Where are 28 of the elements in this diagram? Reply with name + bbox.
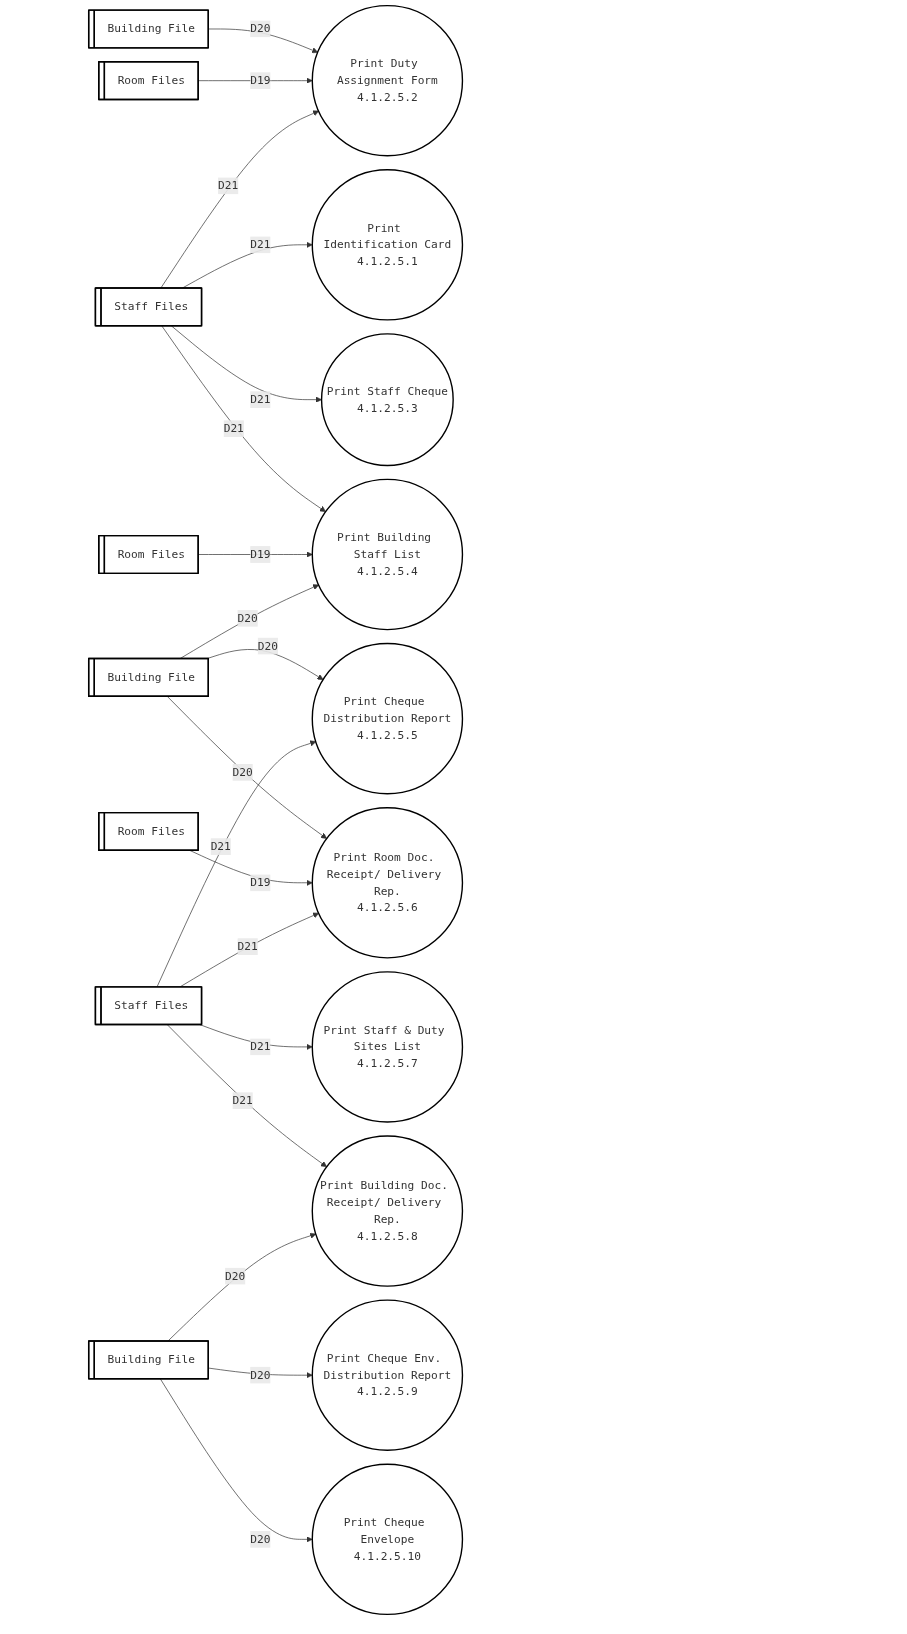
edge-label: D19 bbox=[250, 547, 271, 561]
node-circle: Print Staff & Duty Sites List 4.1.2.5.7 bbox=[311, 971, 464, 1123]
node-circle: Print Building Staff List 4.1.2.5.4 bbox=[311, 478, 464, 631]
node-circle: Print Building Doc. Receipt/ Delivery Rep. 4.1.2.5.8 bbox=[311, 1135, 464, 1287]
edge-label: D19 bbox=[250, 875, 271, 890]
node-circle: Print Cheque Env. Distribution Report 4.1.2.5.9 bbox=[311, 1299, 464, 1451]
edge-label: D21 bbox=[218, 178, 239, 193]
edge-label: D21 bbox=[210, 839, 231, 853]
edge-label: D21 bbox=[232, 1093, 253, 1107]
node-circle: Print Staff Cheque 4.1.2.5.3 bbox=[320, 333, 454, 467]
node-circle: Print Cheque Distribution Report 4.1.2.5.5 bbox=[311, 642, 464, 795]
edge-label: D21 bbox=[250, 1039, 271, 1054]
edge-label: D21 bbox=[237, 939, 258, 953]
node-circle: Print Identification Card 4.1.2.5.1 bbox=[311, 169, 464, 321]
node-circle: Print Room Doc. Receipt/ Delivery Rep. 4.1.2.5.6 bbox=[311, 807, 464, 959]
edge-label: D21 bbox=[250, 392, 271, 406]
edge-label: D20 bbox=[250, 1368, 271, 1382]
edge-label: D21 bbox=[250, 237, 271, 252]
edge-label: D20 bbox=[257, 639, 278, 653]
edge-label: D20 bbox=[237, 611, 258, 625]
edge-label: D20 bbox=[250, 22, 271, 36]
edge-label: D20 bbox=[232, 765, 253, 779]
edge-label: D20 bbox=[225, 1269, 246, 1283]
edge-label: D19 bbox=[250, 73, 271, 87]
node-circle: Print Duty Assignment Form 4.1.2.5.2 bbox=[311, 4, 464, 157]
node-circle: Print Cheque Envelope 4.1.2.5.10 bbox=[311, 1463, 464, 1616]
edge-label: D20 bbox=[250, 1532, 271, 1546]
edge-label: D21 bbox=[223, 421, 244, 435]
